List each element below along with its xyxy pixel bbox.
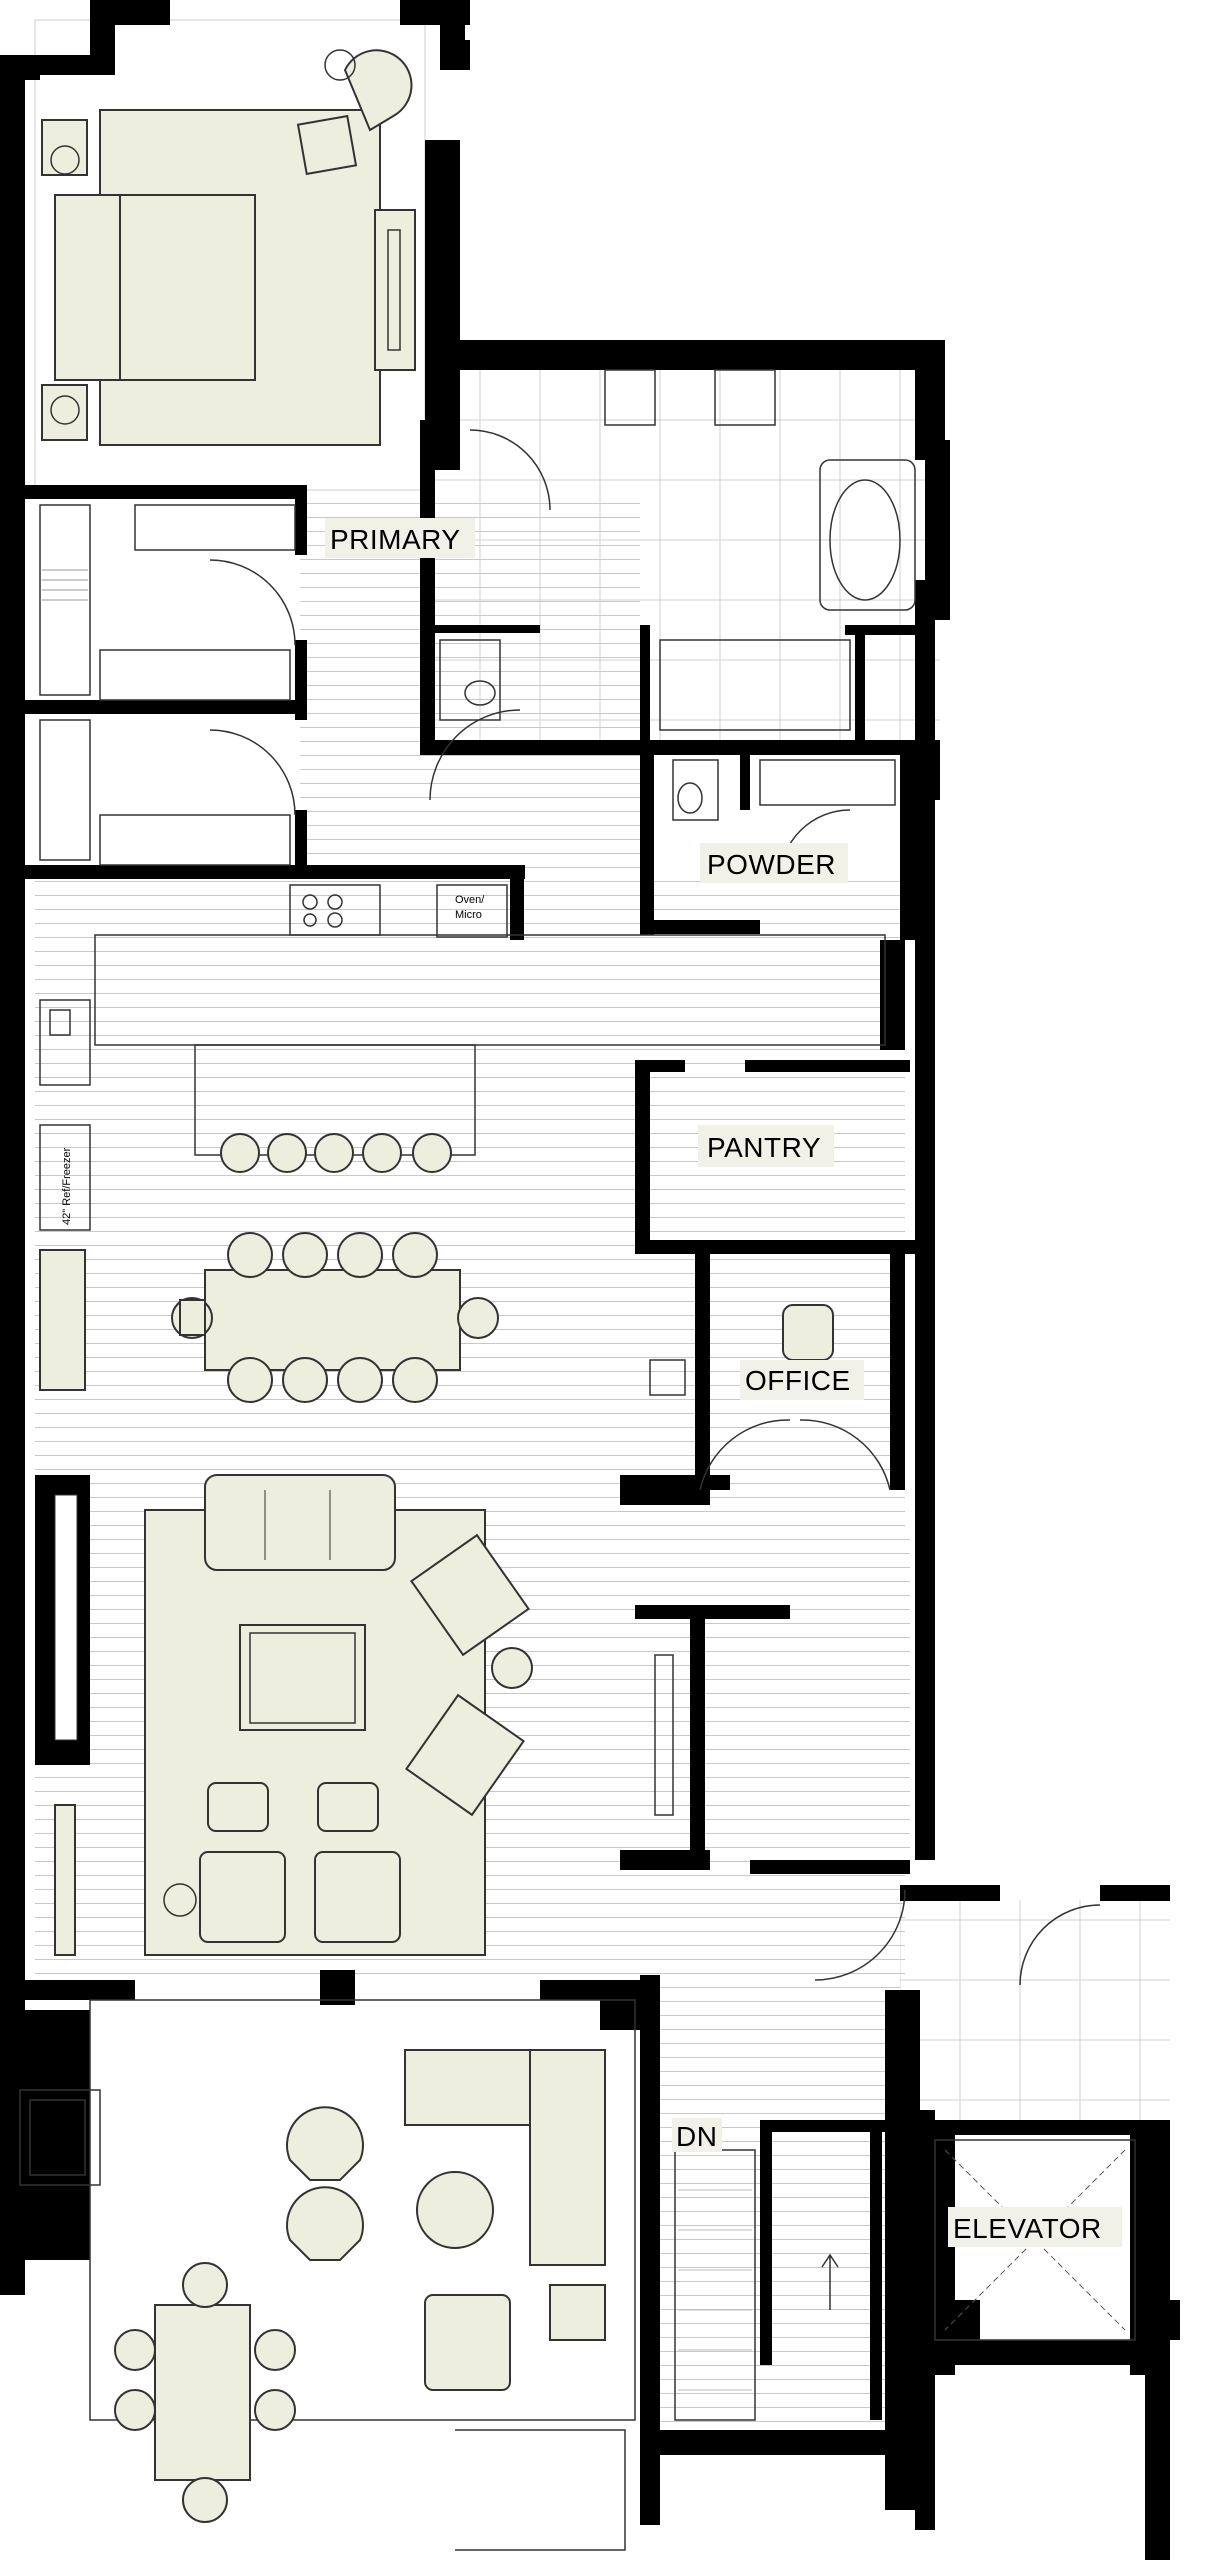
closet-rod [654,1654,674,1816]
club-chair [424,2294,511,2391]
oven-micro [436,884,508,938]
dining-table [204,1269,461,1371]
toilet [464,680,496,706]
ref-freezer [39,1124,91,1231]
kitchen: Oven/ Micro 42" Ref/Freezer [39,884,886,1231]
lounge-chair [286,2186,364,2261]
bar-sink [649,1359,686,1396]
side-table [491,1647,533,1689]
outdoor-sofa-chaise [529,2049,606,2266]
stair [674,1889,1101,2421]
lounge-chair [286,2106,364,2181]
room-label-office: OFFICE [745,1365,851,1396]
lamp-icon [163,1883,197,1917]
primary-bedroom-furniture [41,49,416,446]
console [54,1804,76,1956]
room-label-primary: PRIMARY [330,524,461,555]
room-label-powder: POWDER [707,849,836,880]
living [54,1474,674,1956]
room-labels: PRIMARY POWDER PANTRY OFFICE DN ELEVATOR [325,518,1122,2247]
gallery-floor [640,1530,910,1870]
oven-micro-label-2: Micro [455,909,482,921]
sofa [204,1474,396,1571]
buffet [39,1249,86,1391]
outdoor-dining-table [154,2304,251,2481]
elevator-cab [934,2139,1136,2341]
room-label-pantry: PANTRY [707,1132,821,1163]
bathtub [819,459,916,611]
stair-label-dn: DN [676,2121,717,2152]
sink [714,369,776,426]
terrace [19,1999,636,2551]
outdoor-coffee-table [416,2171,494,2249]
lounge-chair [314,1851,401,1943]
walls [0,0,1180,2560]
closets [39,504,521,866]
side-table [549,2284,606,2341]
lamp-icon [50,395,80,425]
oven-micro-label: Oven/ [455,894,485,906]
elevator-lobby-floor [900,1900,1170,2120]
armchair [405,1693,525,1817]
lamp-icon [50,145,80,175]
cooktop [289,884,381,936]
nightstand-bottom [41,384,88,441]
powder-toilet [677,782,703,814]
kitchen-sink [39,999,91,1086]
shower [659,639,851,731]
bed [114,194,256,381]
armchair [410,1533,530,1657]
coffee-table [239,1624,366,1731]
grill [19,2089,101,2186]
sink [604,369,656,426]
nightstand-top [41,119,88,176]
armchair [343,49,413,132]
side-chair [296,114,358,176]
lounge-chair [199,1851,286,1943]
room-label-elevator: ELEVATOR [953,2213,1102,2244]
lamp-icon [324,49,356,81]
desk-chair [782,1304,834,1361]
ref-freezer-label: 42" Ref/Freezer [61,1147,73,1225]
dining [39,1232,499,1403]
dresser [374,209,416,371]
